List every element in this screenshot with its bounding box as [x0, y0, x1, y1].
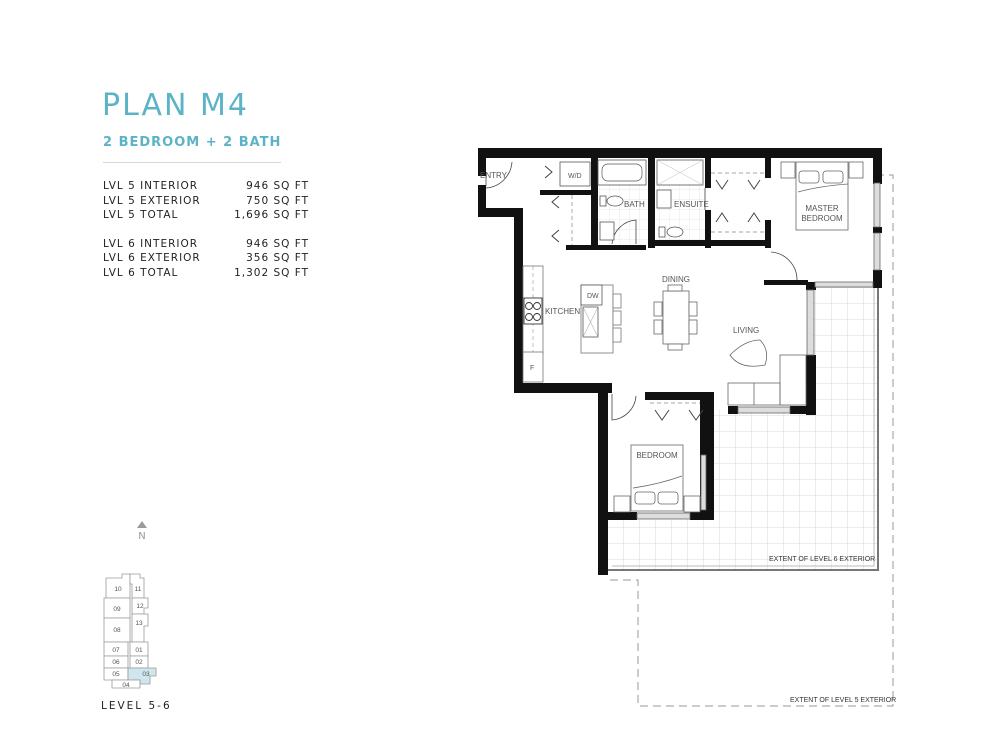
room-label-bath: BATH — [624, 200, 645, 209]
area-value: 946 SQ FT — [246, 237, 309, 250]
svg-text:07: 07 — [112, 647, 120, 654]
dining-table — [653, 284, 698, 351]
area-row: LVL 5 EXTERIOR 750 SQ FT — [103, 194, 309, 209]
area-label: LVL 5 EXTERIOR — [103, 194, 201, 207]
area-label: LVL 5 TOTAL — [103, 209, 179, 221]
area-label: LVL 5 INTERIOR — [103, 180, 199, 192]
svg-text:04: 04 — [122, 682, 130, 689]
room-label-entry: ENTRY — [480, 171, 508, 180]
svg-text:09: 09 — [113, 606, 121, 613]
area-group-level-6: LVL 6 INTERIOR 946 SQ FT LVL 6 EXTERIOR 35… — [103, 237, 309, 281]
keyplan-unit-04 — [111, 679, 141, 689]
area-value: 946 SQ FT — [246, 180, 309, 192]
area-row: LVL 6 INTERIOR 946 SQ FT — [103, 237, 309, 252]
area-label: LVL 6 EXTERIOR — [103, 252, 201, 264]
area-group-level-5: LVL 5 INTERIOR 946 SQ FT LVL 5 EXTERIOR 75… — [103, 179, 309, 223]
fridge — [522, 351, 544, 383]
area-row: LVL 6 TOTAL 1,302 SQ FT — [103, 266, 309, 281]
area-label: LVL 6 TOTAL — [103, 266, 179, 279]
sofa — [727, 354, 807, 406]
master-bed — [780, 161, 864, 231]
key-plan: 10 11 09 12 08 13 07 01 06 02 05 03 04 — [103, 573, 157, 689]
plan-subtitle: 2 BEDROOM + 2 BATH — [103, 135, 282, 150]
keyplan-level-label: LEVEL 5-6 — [101, 700, 172, 712]
divider — [103, 162, 281, 163]
area-table: LVL 5 INTERIOR 946 SQ FT LVL 5 EXTERIOR 75… — [103, 179, 309, 294]
room-label-dining: DINING — [662, 275, 690, 284]
svg-text:03: 03 — [142, 671, 150, 678]
appliance-label-fridge: F — [530, 365, 534, 372]
svg-text:08: 08 — [113, 627, 121, 634]
svg-text:10: 10 — [114, 586, 122, 593]
level5-extent-label: EXTENT OF LEVEL 5 EXTERIOR — [790, 697, 896, 704]
washer-dryer — [559, 161, 591, 187]
area-row: LVL 6 EXTERIOR 356 SQ FT — [103, 251, 309, 266]
svg-text:05: 05 — [112, 671, 120, 678]
room-label-master-1: MASTER — [805, 204, 839, 213]
svg-text:11: 11 — [135, 586, 142, 593]
svg-text:02: 02 — [135, 659, 143, 666]
level5-extent-outline — [610, 174, 894, 707]
north-label: N — [138, 531, 146, 542]
appliance-label-wd: W/D — [568, 173, 582, 180]
svg-text:06: 06 — [112, 659, 120, 666]
area-row: LVL 5 INTERIOR 946 SQ FT — [103, 179, 309, 194]
room-label-bedroom: BEDROOM — [636, 451, 678, 460]
area-row: LVL 5 TOTAL 1,696 SQ FT — [103, 208, 309, 223]
plan-title: PLAN M4 — [102, 88, 249, 123]
area-value: 750 SQ FT — [246, 194, 309, 207]
room-label-master-2: BEDROOM — [801, 214, 843, 223]
svg-text:01: 01 — [135, 647, 143, 654]
area-value: 356 SQ FT — [246, 252, 309, 264]
area-value: 1,302 SQ FT — [234, 266, 309, 279]
compass: N — [135, 521, 149, 542]
svg-text:12: 12 — [136, 603, 144, 610]
appliance-label-dw: DW — [587, 293, 599, 300]
coffee-table — [729, 339, 768, 367]
bedroom-bed — [613, 444, 701, 513]
room-label-living: LIVING — [733, 326, 759, 335]
room-label-ensuite: ENSUITE — [674, 200, 709, 209]
area-label: LVL 6 INTERIOR — [103, 237, 199, 250]
area-value: 1,696 SQ FT — [234, 209, 309, 221]
svg-text:13: 13 — [135, 620, 143, 627]
level6-extent-label: EXTENT OF LEVEL 6 EXTERIOR — [769, 556, 875, 563]
room-label-kitchen: KITCHEN — [545, 307, 580, 316]
cooktop-icon — [523, 297, 543, 325]
north-arrow-icon — [137, 521, 147, 528]
